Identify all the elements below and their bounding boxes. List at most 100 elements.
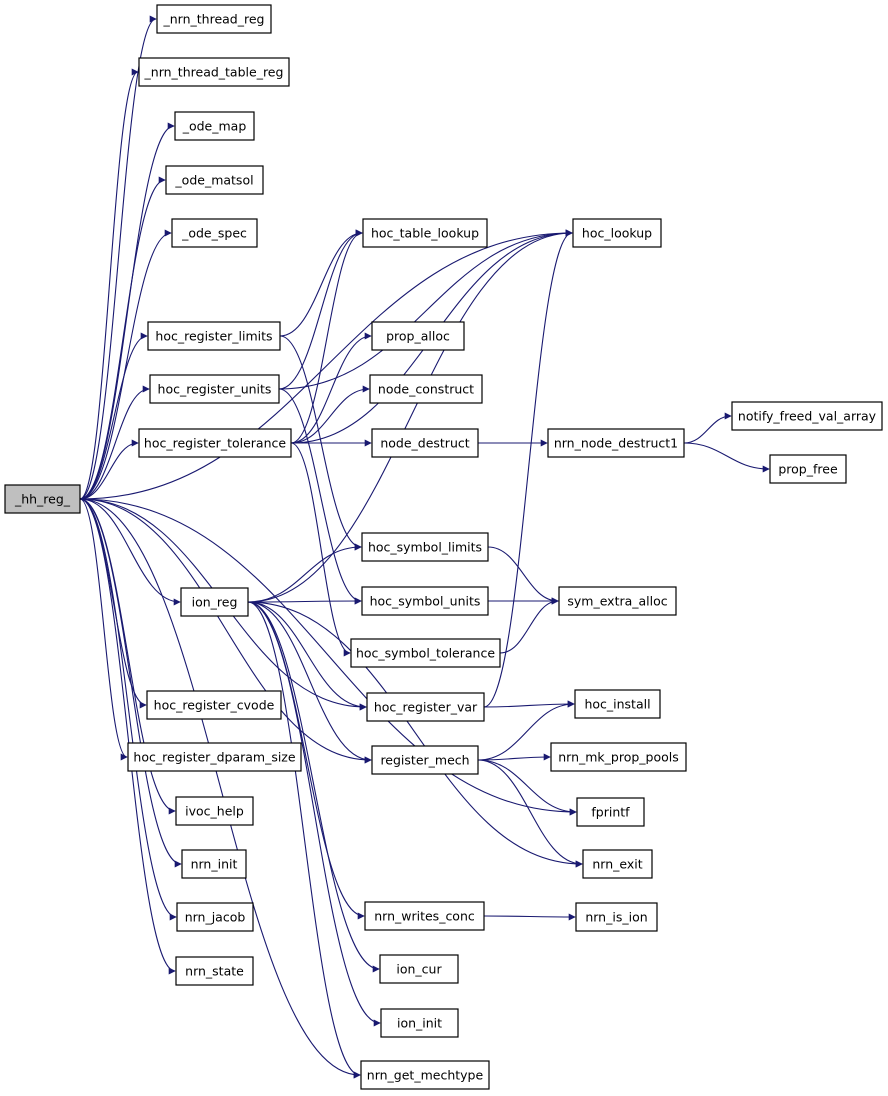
node-hoc-register-cvode[interactable]: hoc_register_cvode <box>146 690 282 720</box>
node-ion-reg[interactable]: ion_reg <box>180 587 249 617</box>
node-box <box>558 586 677 616</box>
node-nrn-jacob[interactable]: nrn_jacob <box>176 902 254 932</box>
node-nrn-thread-reg[interactable]: _nrn_thread_reg <box>156 4 272 34</box>
edge-nrn-node-destruct1-to-notify-freed-val-array <box>683 412 732 444</box>
node-hoc-register-units[interactable]: hoc_register_units <box>149 374 280 404</box>
node-hoc-register-tolerance[interactable]: hoc_register_tolerance <box>138 428 292 458</box>
node-nrn-node-destruct1[interactable]: nrn_node_destruct1 <box>547 428 685 458</box>
node-fprintf[interactable]: fprintf <box>576 797 645 827</box>
edge-hoc-register-units-to-hoc-symbol-units <box>278 388 362 605</box>
node-hoc-lookup[interactable]: hoc_lookup <box>572 218 662 248</box>
node-box <box>574 689 661 719</box>
node-label: node_construct <box>378 382 474 397</box>
node-box <box>572 218 662 248</box>
node-hoc-register-limits[interactable]: hoc_register_limits <box>147 321 281 351</box>
edge-hh-reg-to-hoc-register-cvode <box>79 498 147 709</box>
node-box <box>550 742 687 772</box>
node-nrn-init[interactable]: nrn_init <box>181 849 247 879</box>
edge-hoc-register-tolerance-to-node-construct <box>290 385 370 444</box>
edge-ion-reg-to-register-mech <box>247 601 372 764</box>
node-nrn-get-mechtype[interactable]: nrn_get_mechtype <box>360 1060 490 1090</box>
node-label: _nrn_thread_reg <box>163 12 265 27</box>
node-label: nrn_jacob <box>185 910 246 925</box>
node-box <box>147 321 281 351</box>
node-hoc-table-lookup[interactable]: hoc_table_lookup <box>362 218 488 248</box>
node-box <box>171 218 258 248</box>
node-label: fprintf <box>591 805 630 820</box>
node-box <box>181 849 247 879</box>
node-box <box>731 401 883 431</box>
node-ion-init[interactable]: ion_init <box>380 1008 459 1038</box>
node-label: nrn_get_mechtype <box>367 1068 484 1083</box>
node-box <box>180 587 249 617</box>
node-box <box>362 218 488 248</box>
node-node-destruct[interactable]: node_destruct <box>371 428 479 458</box>
node-ivoc-help[interactable]: ivoc_help <box>175 796 254 826</box>
node-nrn-exit[interactable]: nrn_exit <box>582 849 653 879</box>
node-hoc-register-var[interactable]: hoc_register_var <box>366 692 485 722</box>
node-ion-cur[interactable]: ion_cur <box>379 954 459 984</box>
edge-ion-reg-to-nrn-exit <box>247 601 583 868</box>
node-label: notify_freed_val_array <box>738 409 877 424</box>
node-nrn-state[interactable]: nrn_state <box>175 956 254 986</box>
edge-nrn-writes-conc-to-nrn-is-ion <box>483 913 576 921</box>
node-box <box>371 321 465 351</box>
node-label: sym_extra_alloc <box>567 594 667 609</box>
edge-nrn-node-destruct1-to-prop-free <box>683 442 770 473</box>
edge-hoc-register-limits-to-hoc-table-lookup <box>279 229 363 337</box>
node-hoc-symbol-units[interactable]: hoc_symbol_units <box>361 586 489 616</box>
node-nrn-mk-prop-pools[interactable]: nrn_mk_prop_pools <box>550 742 687 772</box>
edge-hoc-register-units-to-hoc-lookup <box>278 229 573 390</box>
node-ode-map[interactable]: _ode_map <box>174 111 255 141</box>
node-node-construct[interactable]: node_construct <box>369 374 483 404</box>
node-box <box>146 690 282 720</box>
node-label: hoc_install <box>584 697 650 712</box>
node-box <box>379 954 459 984</box>
node-sym-extra-alloc[interactable]: sym_extra_alloc <box>558 586 677 616</box>
node-label: hoc_register_cvode <box>154 698 275 713</box>
node-label: hoc_symbol_units <box>370 594 481 609</box>
node-notify-freed-val-array[interactable]: notify_freed_val_array <box>731 401 883 431</box>
node-box <box>127 742 302 772</box>
node-box <box>361 586 489 616</box>
edge-hoc-register-tolerance-to-prop-alloc <box>290 332 372 444</box>
node-label: hoc_register_tolerance <box>144 436 286 451</box>
edge-hh-reg-to-nrn-jacob <box>79 498 177 921</box>
node-nrn-is-ion[interactable]: nrn_is_ion <box>575 902 658 932</box>
node-ode-matsol[interactable]: _ode_matsol <box>165 165 264 195</box>
edge-hh-reg-to-nrn-thread-table-reg <box>79 68 139 500</box>
node-nrn-thread-table-reg[interactable]: _nrn_thread_table_reg <box>138 57 290 87</box>
edge-hh-reg-to-hoc-register-units <box>79 385 150 500</box>
node-hoc-install[interactable]: hoc_install <box>574 689 661 719</box>
node-hh-reg[interactable]: _hh_reg_ <box>4 484 81 514</box>
edge-hoc-symbol-limits-to-sym-extra-alloc <box>487 546 559 605</box>
node-nrn-writes-conc[interactable]: nrn_writes_conc <box>364 901 485 931</box>
node-hoc-symbol-limits[interactable]: hoc_symbol_limits <box>361 532 489 562</box>
node-box <box>371 745 479 775</box>
node-label: node_destruct <box>380 436 469 451</box>
node-box <box>138 428 292 458</box>
edge-register-mech-to-nrn-exit <box>477 759 583 868</box>
node-box <box>165 165 264 195</box>
node-prop-free[interactable]: prop_free <box>769 454 847 484</box>
node-hoc-symbol-tolerance[interactable]: hoc_symbol_tolerance <box>350 638 501 668</box>
node-box <box>175 956 254 986</box>
node-box <box>576 797 645 827</box>
edge-hh-reg-to-hoc-register-tolerance <box>79 439 139 500</box>
node-register-mech[interactable]: register_mech <box>371 745 479 775</box>
edge-hh-reg-to-fprintf <box>79 498 577 816</box>
node-label: _ode_map <box>182 119 247 134</box>
edge-hh-reg-to-register-mech <box>79 498 372 764</box>
node-label: nrn_mk_prop_pools <box>558 750 679 765</box>
node-label: hoc_register_units <box>158 382 272 397</box>
node-hoc-register-dparam-size[interactable]: hoc_register_dparam_size <box>127 742 302 772</box>
edge-ion-reg-to-ion-cur <box>247 601 380 973</box>
node-prop-alloc[interactable]: prop_alloc <box>371 321 465 351</box>
edge-hoc-register-units-to-hoc-table-lookup <box>278 229 363 390</box>
node-ode-spec[interactable]: _ode_spec <box>171 218 258 248</box>
node-box <box>4 484 81 514</box>
node-label: ion_cur <box>396 962 442 977</box>
edge-register-mech-to-fprintf <box>477 759 577 816</box>
edge-hoc-symbol-tolerance-to-sym-extra-alloc <box>499 597 559 654</box>
edge-ion-reg-to-hoc-symbol-limits <box>247 543 362 603</box>
